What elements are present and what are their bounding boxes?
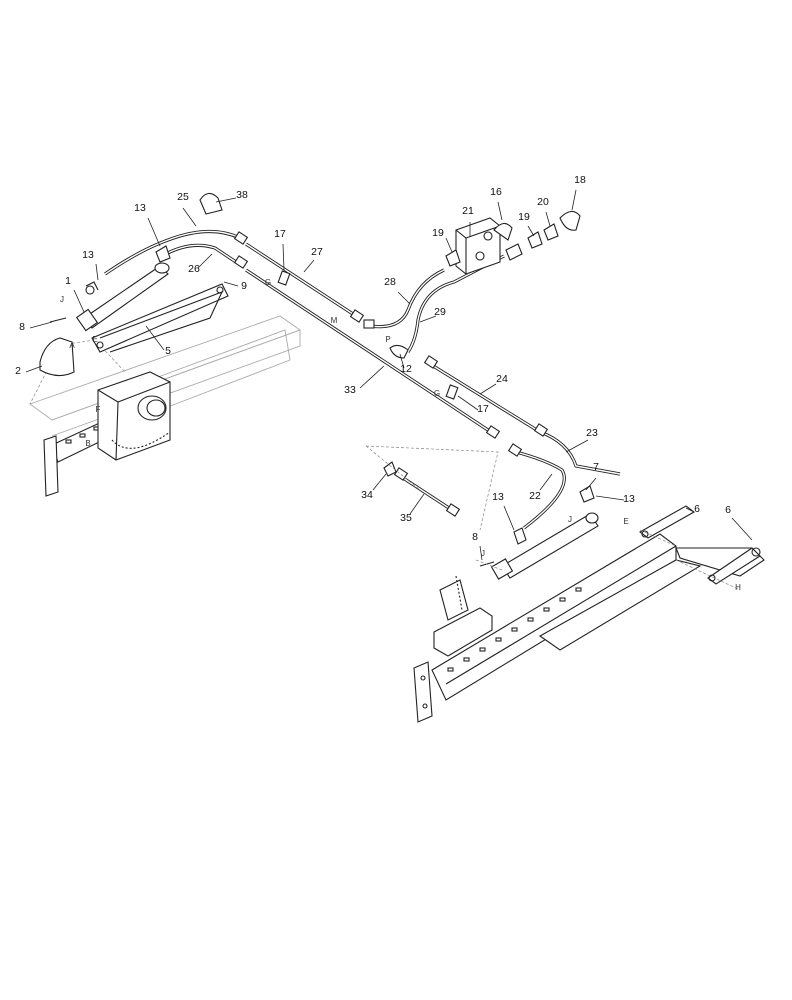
callout-28: 28 (384, 276, 396, 288)
callout-19: 19 (432, 227, 444, 239)
reference-letter-J: J (60, 295, 64, 304)
reference-letter-G: G (434, 389, 440, 398)
callout-33: 33 (344, 384, 356, 396)
callout-34: 34 (361, 489, 373, 501)
callout-23: 23 (586, 427, 598, 439)
callout-12: 12 (400, 363, 412, 375)
callout-13: 13 (134, 202, 146, 214)
reference-letter-J: J (568, 515, 572, 524)
callout-29: 29 (434, 306, 446, 318)
reference-letter-P: P (385, 335, 390, 344)
callout-6: 6 (694, 503, 700, 515)
reference-letter-E: E (623, 517, 628, 526)
reference-letter-J: J (481, 549, 485, 558)
callout-13: 13 (492, 491, 504, 503)
reference-letters: J A E F B M P G G J J E H (60, 278, 741, 592)
callout-5: 5 (165, 345, 171, 357)
arm-part-5 (91, 283, 229, 353)
clamp-part-38 (199, 192, 223, 215)
callout-20: 20 (537, 196, 549, 208)
callout-labels: 38 25 13 18 16 21 20 19 19 17 27 13 26 9 28 1 29 8 5 12 2 24 3… (15, 174, 731, 543)
callout-26: 26 (188, 263, 200, 275)
callout-24: 24 (496, 373, 508, 385)
callout-7: 7 (593, 461, 599, 473)
callout-13: 13 (623, 493, 635, 505)
reference-letter-M: M (331, 316, 338, 325)
callout-16: 16 (490, 186, 502, 198)
reference-letter-E: E (92, 335, 97, 344)
valve-block-part-21 (445, 210, 581, 275)
reference-letter-H: H (735, 583, 741, 592)
callout-2: 2 (15, 365, 21, 377)
callout-19: 19 (518, 211, 530, 223)
right-cylinder (479, 512, 599, 580)
right-bar-slots (447, 587, 582, 672)
callout-9: 9 (241, 280, 247, 292)
callout-18: 18 (574, 174, 586, 186)
callout-17: 17 (477, 403, 489, 415)
reference-letter-B: B (85, 439, 90, 448)
callout-35: 35 (400, 512, 412, 524)
callout-6: 6 (725, 504, 731, 516)
callout-8: 8 (19, 321, 25, 333)
callout-1: 1 (65, 275, 71, 287)
right-frame (413, 505, 765, 723)
leader-lines (25, 189, 753, 561)
fittings (155, 231, 595, 545)
callout-27: 27 (311, 246, 323, 258)
callout-8: 8 (472, 531, 478, 543)
callout-21: 21 (462, 205, 474, 217)
callout-17: 17 (274, 228, 286, 240)
callout-38: 38 (236, 189, 248, 201)
left-frame (29, 315, 301, 497)
reference-letter-A: A (69, 341, 75, 350)
hoses (104, 229, 621, 530)
left-cylinder-assembly (39, 262, 170, 377)
reference-letter-G: G (265, 278, 271, 287)
callout-13: 13 (82, 249, 94, 261)
guide-lines (365, 445, 503, 571)
callout-22: 22 (529, 490, 541, 502)
callout-25: 25 (177, 191, 189, 203)
reference-letter-F: F (96, 405, 101, 414)
